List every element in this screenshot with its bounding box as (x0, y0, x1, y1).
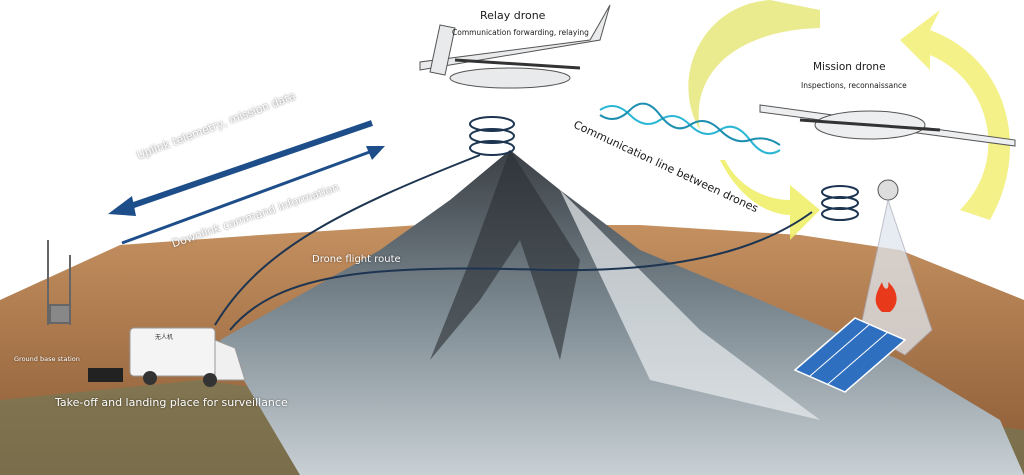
command-van (88, 327, 246, 387)
flight-route-2 (229, 211, 813, 331)
mission-drone-title: Mission drone (813, 61, 886, 73)
camera-gimbal (877, 179, 899, 201)
relay-drone-subtitle: Communication forwarding, relaying (452, 28, 589, 37)
uplink-arrow (108, 120, 373, 216)
camera-view-pyramid (859, 198, 933, 356)
orbit-arrow-top (688, 0, 820, 130)
ground-base-station-label: Ground base station (14, 355, 80, 363)
relay-signal-rings (469, 116, 515, 156)
downlink-arrow (121, 146, 385, 245)
orbit-arrow-right (900, 10, 1010, 220)
flight-route (214, 154, 481, 326)
mission-drone-subtitle: Inspections, reconnaissance (801, 81, 907, 90)
mission-drone (759, 104, 1016, 147)
inter-drone-link-icon (599, 102, 781, 155)
relay-drone-title: Relay drone (480, 9, 546, 22)
ground-base-station-tower (47, 240, 71, 325)
van-text: 无人机 (155, 334, 174, 341)
relay-drone (419, 4, 611, 89)
target-area-panels (793, 317, 907, 393)
takeoff-landing-label: Take-off and landing place for surveilla… (55, 396, 288, 409)
mission-signal-rings (821, 185, 859, 221)
fire-icon (875, 282, 897, 312)
orbit-arrow-bottom (720, 160, 820, 240)
flight-route-label: Drone flight route (312, 254, 401, 265)
